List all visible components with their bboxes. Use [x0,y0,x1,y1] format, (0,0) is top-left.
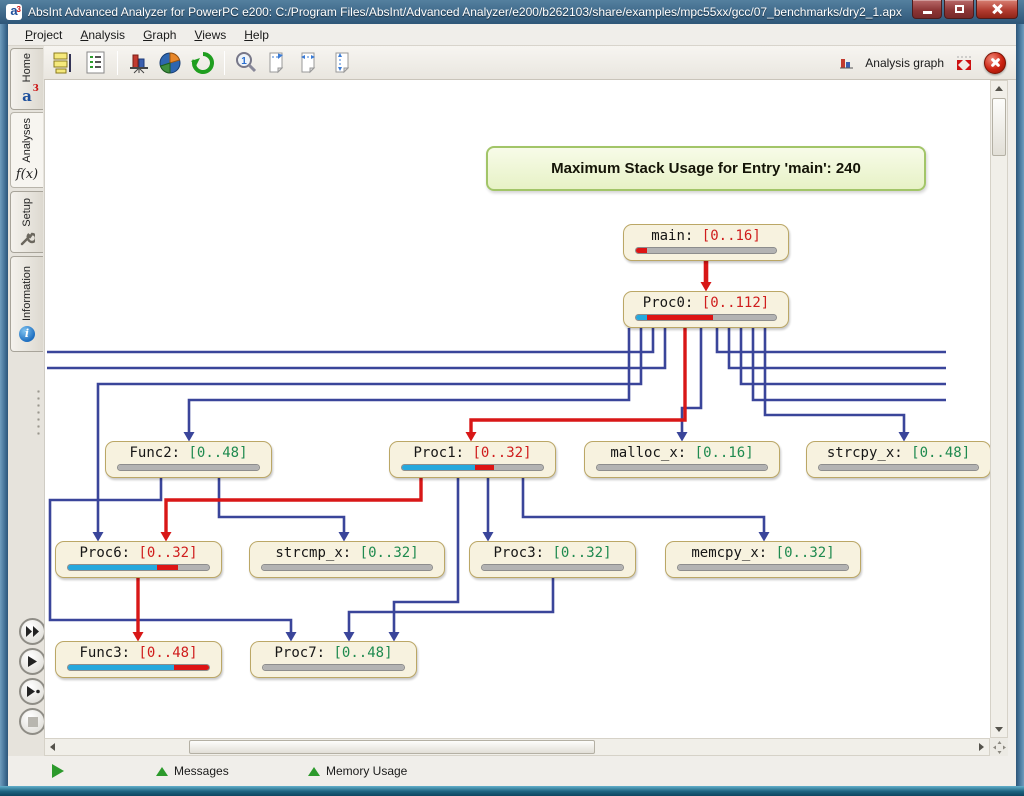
play-to-icon [26,686,40,697]
stack-usage-bar [67,664,210,671]
run-all-analyses-button[interactable] [19,618,46,645]
expand-up-icon [308,766,320,776]
tab-analyses[interactable]: Analyses f(x) [10,112,43,188]
menu-analysis[interactable]: Analysis [80,27,126,42]
stack-usage-bar [262,664,405,671]
fit-width-icon[interactable] [294,49,326,77]
close-button[interactable] [976,0,1018,19]
statusbar: Messages Memory Usage [8,756,1016,786]
horizontal-scrollbar[interactable] [44,738,990,756]
run-to-step-button[interactable] [19,678,46,705]
analysis-graph-canvas[interactable]: Maximum Stack Usage for Entry 'main': 24… [44,80,990,738]
toolbar-separator [117,50,118,75]
tab-information[interactable]: Information i [10,256,43,352]
status-play-icon[interactable] [52,764,64,778]
messages-label: Messages [174,764,229,778]
detach-view-icon[interactable] [954,54,974,72]
menu-help[interactable]: Help [244,27,269,42]
zoom-100-icon[interactable]: 1 [230,49,262,77]
menubar: Project Analysis Graph Views Help [8,24,1016,46]
tab-setup-label: Setup [21,198,33,227]
toolbar: 1 Analysis graph [44,46,1016,80]
run-analysis-button[interactable] [19,648,46,675]
tab-analyses-label: Analyses [21,118,33,163]
wrench-icon [20,232,35,246]
expand-up-icon [156,766,168,776]
callgraph-icon[interactable] [48,49,80,77]
menu-project[interactable]: Project [25,27,63,42]
graph-node-Func3[interactable]: Func3: [0..48] [55,641,222,678]
minimize-button[interactable] [912,0,942,19]
scroll-left-arrow[interactable] [45,739,60,755]
stack-usage-bar [818,464,979,471]
graph-node-malloc_x[interactable]: malloc_x: [0..16] [584,441,780,478]
graph-node-Proc3[interactable]: Proc3: [0..32] [469,541,636,578]
graph-node-Proc0[interactable]: Proc0: [0..112] [623,291,789,328]
tab-setup[interactable]: Setup [10,191,43,253]
memory-usage-label: Memory Usage [326,764,408,778]
maximize-button[interactable] [944,0,974,19]
vertical-scrollbar[interactable] [990,80,1008,738]
stack-usage-bar [635,314,777,321]
piechart-icon[interactable] [155,49,187,77]
scroll-right-arrow[interactable] [974,739,989,755]
close-view-icon[interactable] [984,52,1006,74]
scroll-down-arrow[interactable] [991,722,1007,737]
run-all-icon [26,626,39,637]
graph-node-Proc6[interactable]: Proc6: [0..32] [55,541,222,578]
info-icon: i [19,325,35,342]
memory-usage-tab[interactable]: Memory Usage [308,764,407,778]
graph-node-strcmp_x[interactable]: strcmp_x: [0..32] [249,541,445,578]
stack-usage-bar [67,564,210,571]
graph-node-Func2[interactable]: Func2: [0..48] [105,441,272,478]
fit-page-icon[interactable] [262,49,294,77]
fx-icon: f(x) [15,166,39,182]
stack-usage-bar [481,564,624,571]
tab-home-label: Home [21,53,33,83]
report-icon[interactable] [80,49,112,77]
messages-tab[interactable]: Messages [156,764,229,778]
window-border-right [1016,24,1024,786]
toolbar-separator [224,50,225,75]
stack-usage-bar [635,247,777,254]
menu-graph[interactable]: Graph [143,27,177,42]
graph-node-memcpy_x[interactable]: memcpy_x: [0..32] [665,541,861,578]
vertical-scroll-thumb[interactable] [992,98,1006,156]
stack-usage-bar [401,464,544,471]
stack-usage-banner: Maximum Stack Usage for Entry 'main': 24… [486,146,926,191]
scroll-up-arrow[interactable] [991,81,1007,96]
graph-edges [47,261,946,642]
stop-button[interactable] [19,708,46,735]
fit-height-icon[interactable] [326,49,358,77]
mini-chart-icon [840,59,854,69]
graph-node-Proc7[interactable]: Proc7: [0..48] [250,641,417,678]
graph-node-Proc1[interactable]: Proc1: [0..32] [389,441,556,478]
pan-navigator-icon[interactable] [990,738,1008,756]
view-title: Analysis graph [865,56,944,70]
window-border-left [0,24,8,786]
menu-views[interactable]: Views [194,27,227,42]
stop-icon [27,716,38,727]
svg-text:1: 1 [241,56,247,67]
splitter-grip[interactable] [36,388,41,436]
window-border-bottom [0,786,1024,796]
tab-information-label: Information [21,266,33,322]
stack-usage-bar [261,564,433,571]
reload-icon[interactable] [187,49,219,77]
graph-node-strcpy_x[interactable]: strcpy_x: [0..48] [806,441,990,478]
stack-usage-bar [117,464,260,471]
stack-usage-bar [596,464,768,471]
barchart-icon[interactable] [123,49,155,77]
play-icon [28,656,37,667]
stack-usage-bar [677,564,849,571]
graph-node-main[interactable]: main: [0..16] [623,224,789,261]
window-title: AbsInt Advanced Analyzer for PowerPC e20… [28,5,902,19]
horizontal-scroll-thumb[interactable] [189,740,595,754]
